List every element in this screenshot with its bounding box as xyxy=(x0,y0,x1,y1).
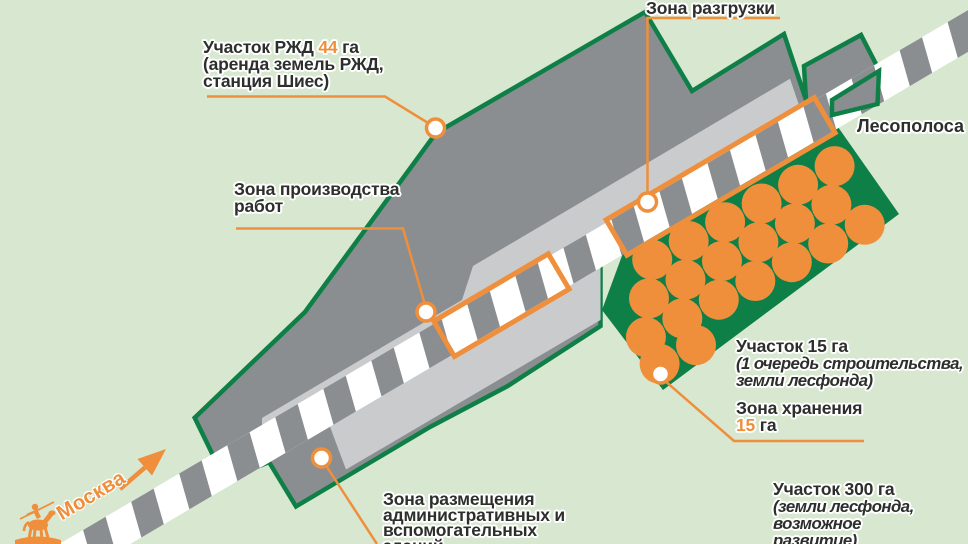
label-plot15-line2: (1 очередь строительства, xyxy=(736,354,964,373)
storage-tank xyxy=(735,261,776,301)
storage-tank xyxy=(702,241,742,281)
railway-sleeper xyxy=(707,150,741,199)
storage-tank xyxy=(814,146,855,187)
horseman-horse-leg xyxy=(43,526,50,539)
storage-tank xyxy=(668,221,709,261)
horseman-spear xyxy=(19,501,55,520)
label-rzd-prefix: Участок РЖД xyxy=(203,37,319,57)
label-admin-zone: Зона размещения административных и вспом… xyxy=(383,489,565,544)
label-forest-text: Лесополоса xyxy=(857,116,965,136)
railway-sleeper xyxy=(947,10,968,58)
storage-tank xyxy=(811,184,852,225)
railway-sleeper xyxy=(659,178,693,228)
label-storage-unit: га xyxy=(755,415,777,435)
label-admin-line2: административных и xyxy=(383,504,565,525)
horseman-horse-leg xyxy=(32,528,37,541)
label-plot15-line1: Участок 15 га xyxy=(736,336,848,356)
label-storage-line1: Зона хранения xyxy=(736,398,863,418)
railway-sleeper xyxy=(83,516,114,544)
moscow-horseman-icon xyxy=(15,501,61,544)
storage-tank xyxy=(774,203,815,244)
horseman-horse-head xyxy=(48,510,56,516)
storage-tank xyxy=(676,325,716,366)
moscow-arrow-shaft xyxy=(118,465,147,491)
marker-admin xyxy=(310,447,333,469)
label-plot-15ga: Участок 15 га (1 очередь строительства, … xyxy=(736,336,964,390)
marker-rzd xyxy=(424,117,447,139)
railway-sleeper xyxy=(371,347,404,397)
label-works-zone: Зона производства работ xyxy=(234,179,400,216)
marker-works xyxy=(415,301,437,323)
railway-sleeper xyxy=(179,460,212,510)
label-unloading-text: Зона разгрузки xyxy=(646,0,775,18)
storage-tank xyxy=(665,259,706,300)
label-storage-area-value: 15 xyxy=(736,415,756,435)
label-storage-zone: Зона хранения 15 га xyxy=(736,398,863,435)
railway-sleeper xyxy=(467,291,500,340)
marker-unloading xyxy=(636,191,659,213)
horseman-horse-body xyxy=(28,519,48,531)
horseman-rider-head xyxy=(31,503,39,511)
label-rzd-unit: га xyxy=(337,37,359,57)
label-plot-rzd-44ga: Участок РЖД 44 га (аренда земель РЖД, ст… xyxy=(203,37,384,91)
leader-works xyxy=(236,227,427,306)
storage-tank xyxy=(844,204,885,245)
label-works-line1: Зона производства xyxy=(234,179,400,199)
label-admin-line1: Зона размещения xyxy=(383,489,535,509)
horseman-horse-neck xyxy=(42,512,53,525)
label-rzd-area-value: 44 xyxy=(318,37,338,57)
storage-tank xyxy=(778,164,819,205)
railway-sleeper xyxy=(275,404,308,453)
label-works-line2: работ xyxy=(234,196,284,216)
label-plot300-line3: возможное xyxy=(773,514,861,533)
label-plot300-line1: Участок 300 га xyxy=(773,479,895,499)
moscow-arrow-head xyxy=(137,449,166,476)
horseman-base xyxy=(15,536,61,544)
storage-tank xyxy=(771,242,812,283)
storage-tank xyxy=(741,183,782,224)
label-plot15-line3: земли лесфонда) xyxy=(736,371,873,390)
railway-sleeper xyxy=(419,319,452,369)
leader-storage xyxy=(663,379,864,443)
horseman-horse-tail xyxy=(22,520,30,532)
storage-tank xyxy=(632,239,673,280)
label-rzd-line2: (аренда земель РЖД, xyxy=(203,54,384,74)
railway-sleeper xyxy=(515,262,548,312)
marker-storage xyxy=(649,363,672,385)
site-piece-se xyxy=(829,66,882,118)
label-plot300-line4: развитие) xyxy=(773,531,857,544)
label-storage-line2: 15 га xyxy=(736,415,862,435)
railway-sleeper xyxy=(227,432,260,482)
label-plot300-line2: (земли лесфонда, xyxy=(773,497,914,516)
storage-tank xyxy=(738,222,779,263)
label-rzd-line1: Участок РЖД 44 га xyxy=(203,37,383,57)
railway-sleeper xyxy=(563,234,596,284)
leader-rzd xyxy=(207,95,434,128)
railway-sleeper xyxy=(131,488,164,538)
storage-tank xyxy=(698,279,739,320)
label-rzd-line3: станция Шиес) xyxy=(203,71,330,91)
label-unloading-zone: Зона разгрузки xyxy=(646,0,775,17)
storage-tank xyxy=(629,278,669,319)
railway-sleeper xyxy=(803,93,837,143)
works-zone-rect xyxy=(430,250,573,360)
unloading-zone-rect xyxy=(602,94,839,259)
leader-admin xyxy=(323,463,379,544)
horseman-horse-leg xyxy=(27,527,33,540)
horseman-horse-leg xyxy=(39,528,44,541)
label-admin-line3: вспомогательных xyxy=(383,520,537,540)
storage-tank xyxy=(705,202,746,243)
storage-tank xyxy=(808,223,849,264)
railway-sleeper xyxy=(755,121,789,171)
label-plot-300ga: Участок 300 га (земли лесфонда, возможно… xyxy=(773,479,914,544)
railway-sleeper xyxy=(899,37,933,87)
label-forest-belt: Лесополоса xyxy=(857,116,965,136)
label-admin-line4: зданий xyxy=(383,537,565,544)
railway-sleeper xyxy=(323,375,356,425)
